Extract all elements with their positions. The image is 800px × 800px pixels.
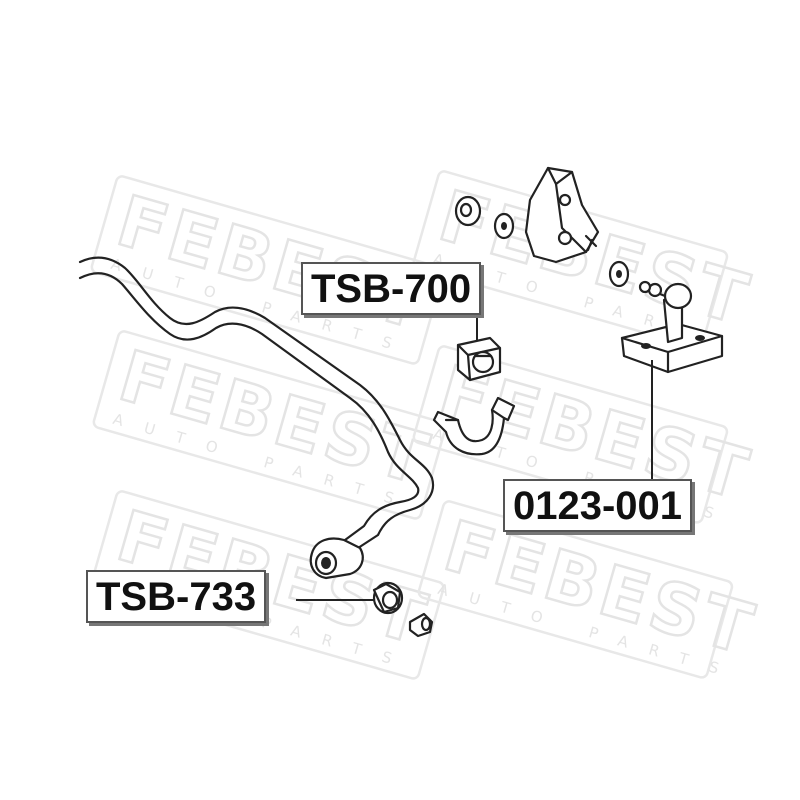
washer-2 [493,212,515,240]
watermark-brand: FEBEST [111,335,440,502]
part-label-bushing[interactable]: TSB-700 [301,262,482,315]
end-bushing [372,581,404,615]
stabilizer-link [620,280,724,374]
washer-1 [454,195,482,227]
part-label-link[interactable]: 0123-001 [503,479,693,532]
stabilizer-bar [78,256,435,580]
stabilizer-bushing [456,336,502,382]
part-label-end-bushing[interactable]: TSB-733 [86,570,267,623]
mount-bracket [524,166,600,264]
watermark-brand: FEBEST [431,175,760,342]
end-stud [408,612,434,638]
bushing-bracket [432,396,516,456]
washer-3 [608,260,630,288]
